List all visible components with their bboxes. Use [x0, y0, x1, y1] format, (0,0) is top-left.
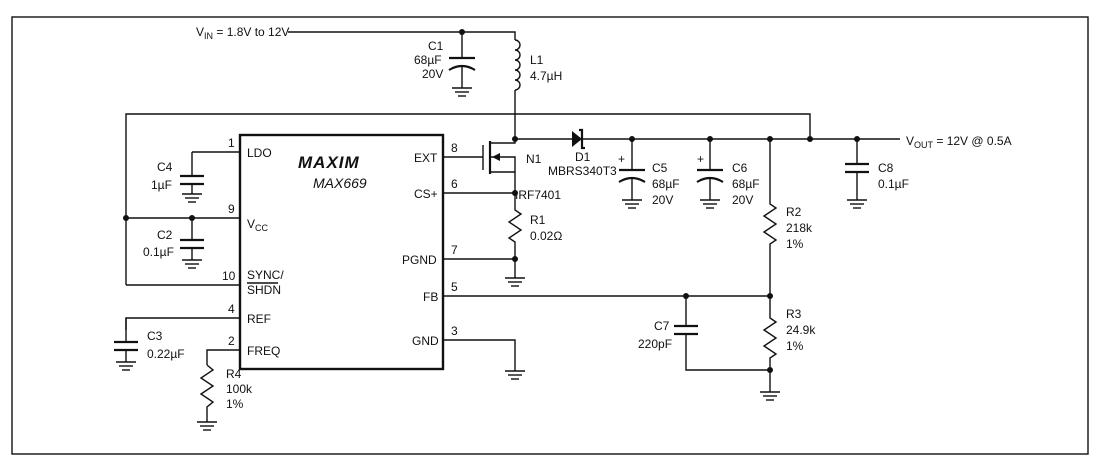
- n1-ref: N1: [526, 152, 542, 166]
- svg-text:VOUT = 12V @ 0.5A: VOUT = 12V @ 0.5A: [906, 134, 1012, 150]
- diagram-frame: [11, 16, 1089, 455]
- capacitor-c4: C4 1µF: [151, 152, 204, 203]
- junction-dot: [512, 256, 518, 262]
- c1-ref: C1: [428, 39, 444, 53]
- pin-cs-number: 6: [451, 177, 458, 191]
- pin-ref-number: 4: [228, 302, 235, 316]
- pin-ext-number: 8: [451, 141, 458, 155]
- svg-text:VIN = 1.8V to 12V: VIN = 1.8V to 12V: [196, 25, 289, 41]
- vin-label: VIN = 1.8V to 12V: [196, 25, 289, 41]
- pin-ext: 8 EXT: [414, 141, 483, 165]
- r4-ref: R4: [226, 367, 242, 381]
- c6-value: 68µF: [732, 177, 760, 191]
- junction-dot: [767, 367, 773, 373]
- r2-ref: R2: [786, 205, 802, 219]
- maxim-logo: MAXIM: [298, 153, 360, 172]
- pin-fb: 5 FB: [423, 280, 770, 304]
- pin-ldo: 1 LDO: [192, 136, 272, 160]
- r3-tolerance: 1%: [786, 339, 804, 353]
- c3-ref: C3: [147, 329, 163, 343]
- pin-pgnd-label: PGND: [402, 253, 437, 267]
- pin-freq: 2 FREQ: [206, 334, 280, 365]
- pin-fb-label: FB: [423, 290, 438, 304]
- pin-sync-label: SYNC/: [247, 268, 284, 282]
- c8-value: 0.1µF: [878, 177, 909, 191]
- pin-sync-shdn: 10 SYNC/ SHDN: [126, 268, 284, 297]
- c2-ref: C2: [157, 228, 173, 242]
- resistor-r1: R1 0.02Ω: [504, 193, 562, 287]
- c1-rating: 20V: [422, 67, 443, 81]
- pin-freq-number: 2: [228, 334, 235, 348]
- r3-ref: R3: [786, 307, 802, 321]
- pin-pgnd: 7 PGND: [402, 243, 515, 267]
- pin-sync-number: 10: [222, 269, 236, 283]
- capacitor-c5: + C5 68µF 20V: [618, 139, 680, 209]
- r1-value: 0.02Ω: [530, 229, 562, 243]
- ldo-vcc-loop-wire: [125, 113, 811, 285]
- c2-value: 0.1µF: [143, 245, 174, 259]
- c5-value: 68µF: [652, 177, 680, 191]
- ic-max669: MAXIM MAX669: [238, 133, 445, 371]
- c6-ref: C6: [732, 161, 748, 175]
- resistor-r4: R4 100k 1%: [196, 364, 253, 431]
- ic-part-number: MAX669: [313, 175, 367, 191]
- c5-ref: C5: [652, 161, 668, 175]
- r4-tolerance: 1%: [226, 397, 244, 411]
- capacitor-c8: C8 0.1µF: [845, 139, 909, 209]
- c4-ref: C4: [157, 160, 173, 174]
- mosfet-n1: N1 IRF7401: [482, 139, 561, 202]
- capacitor-c3: C3 0.22µF: [114, 318, 185, 371]
- pin-vcc-number: 9: [228, 202, 235, 216]
- pin-gnd: 3 GND: [412, 324, 526, 380]
- capacitor-c2: C2 0.1µF: [143, 218, 204, 269]
- c7-ref: C7: [654, 319, 670, 333]
- capacitor-c7: C7 220pF: [638, 296, 770, 371]
- c5-rating: 20V: [652, 193, 673, 207]
- capacitor-c1: C1 68µF 20V: [414, 32, 476, 97]
- pin-fb-number: 5: [451, 280, 458, 294]
- pin-cs-label: CS+: [414, 187, 438, 201]
- c7-value: 220pF: [638, 337, 672, 351]
- pin-vcc: 9 VCC: [126, 202, 269, 233]
- c6-polarity: +: [697, 152, 704, 166]
- c1-value: 68µF: [414, 53, 442, 67]
- pin-cs-plus: 6 CS+: [414, 177, 515, 201]
- pin-vcc-label: VCC: [247, 217, 269, 233]
- pin-freq-label: FREQ: [247, 344, 280, 358]
- pin-shdn-label: SHDN: [247, 283, 281, 297]
- pin-ref-label: REF: [247, 312, 271, 326]
- pin-ldo-number: 1: [228, 136, 235, 150]
- c3-value: 0.22µF: [147, 347, 185, 361]
- c5-polarity: +: [618, 152, 625, 166]
- pin-gnd-label: GND: [412, 334, 439, 348]
- c8-ref: C8: [878, 161, 894, 175]
- l1-ref: L1: [530, 53, 544, 67]
- inductor-l1: L1 4.7µH: [514, 39, 562, 139]
- pin-gnd-number: 3: [451, 324, 458, 338]
- c4-value: 1µF: [151, 178, 172, 192]
- pin-ext-label: EXT: [414, 151, 438, 165]
- r2-value: 218k: [786, 221, 813, 235]
- d1-ref: D1: [575, 150, 591, 164]
- l1-value: 4.7µH: [530, 69, 562, 83]
- junction-dot: [123, 215, 129, 221]
- n1-part: IRF7401: [515, 188, 561, 202]
- vin-wire: [288, 31, 516, 40]
- r3-value: 24.9k: [786, 323, 816, 337]
- pin-ldo-label: LDO: [247, 146, 272, 160]
- r2-tolerance: 1%: [786, 237, 804, 251]
- vout-label: VOUT = 12V @ 0.5A: [906, 134, 1012, 150]
- r4-value: 100k: [226, 382, 253, 396]
- d1-part: MBRS340T3: [548, 164, 617, 178]
- c6-rating: 20V: [732, 193, 753, 207]
- diode-d1: D1 MBRS340T3: [548, 128, 617, 178]
- resistor-r2: R2 218k 1%: [762, 139, 813, 296]
- resistor-r3: R3 24.9k 1%: [759, 296, 816, 401]
- pin-pgnd-number: 7: [451, 243, 458, 257]
- r1-ref: R1: [530, 213, 546, 227]
- capacitor-c6: + C6 68µF 20V: [696, 139, 760, 209]
